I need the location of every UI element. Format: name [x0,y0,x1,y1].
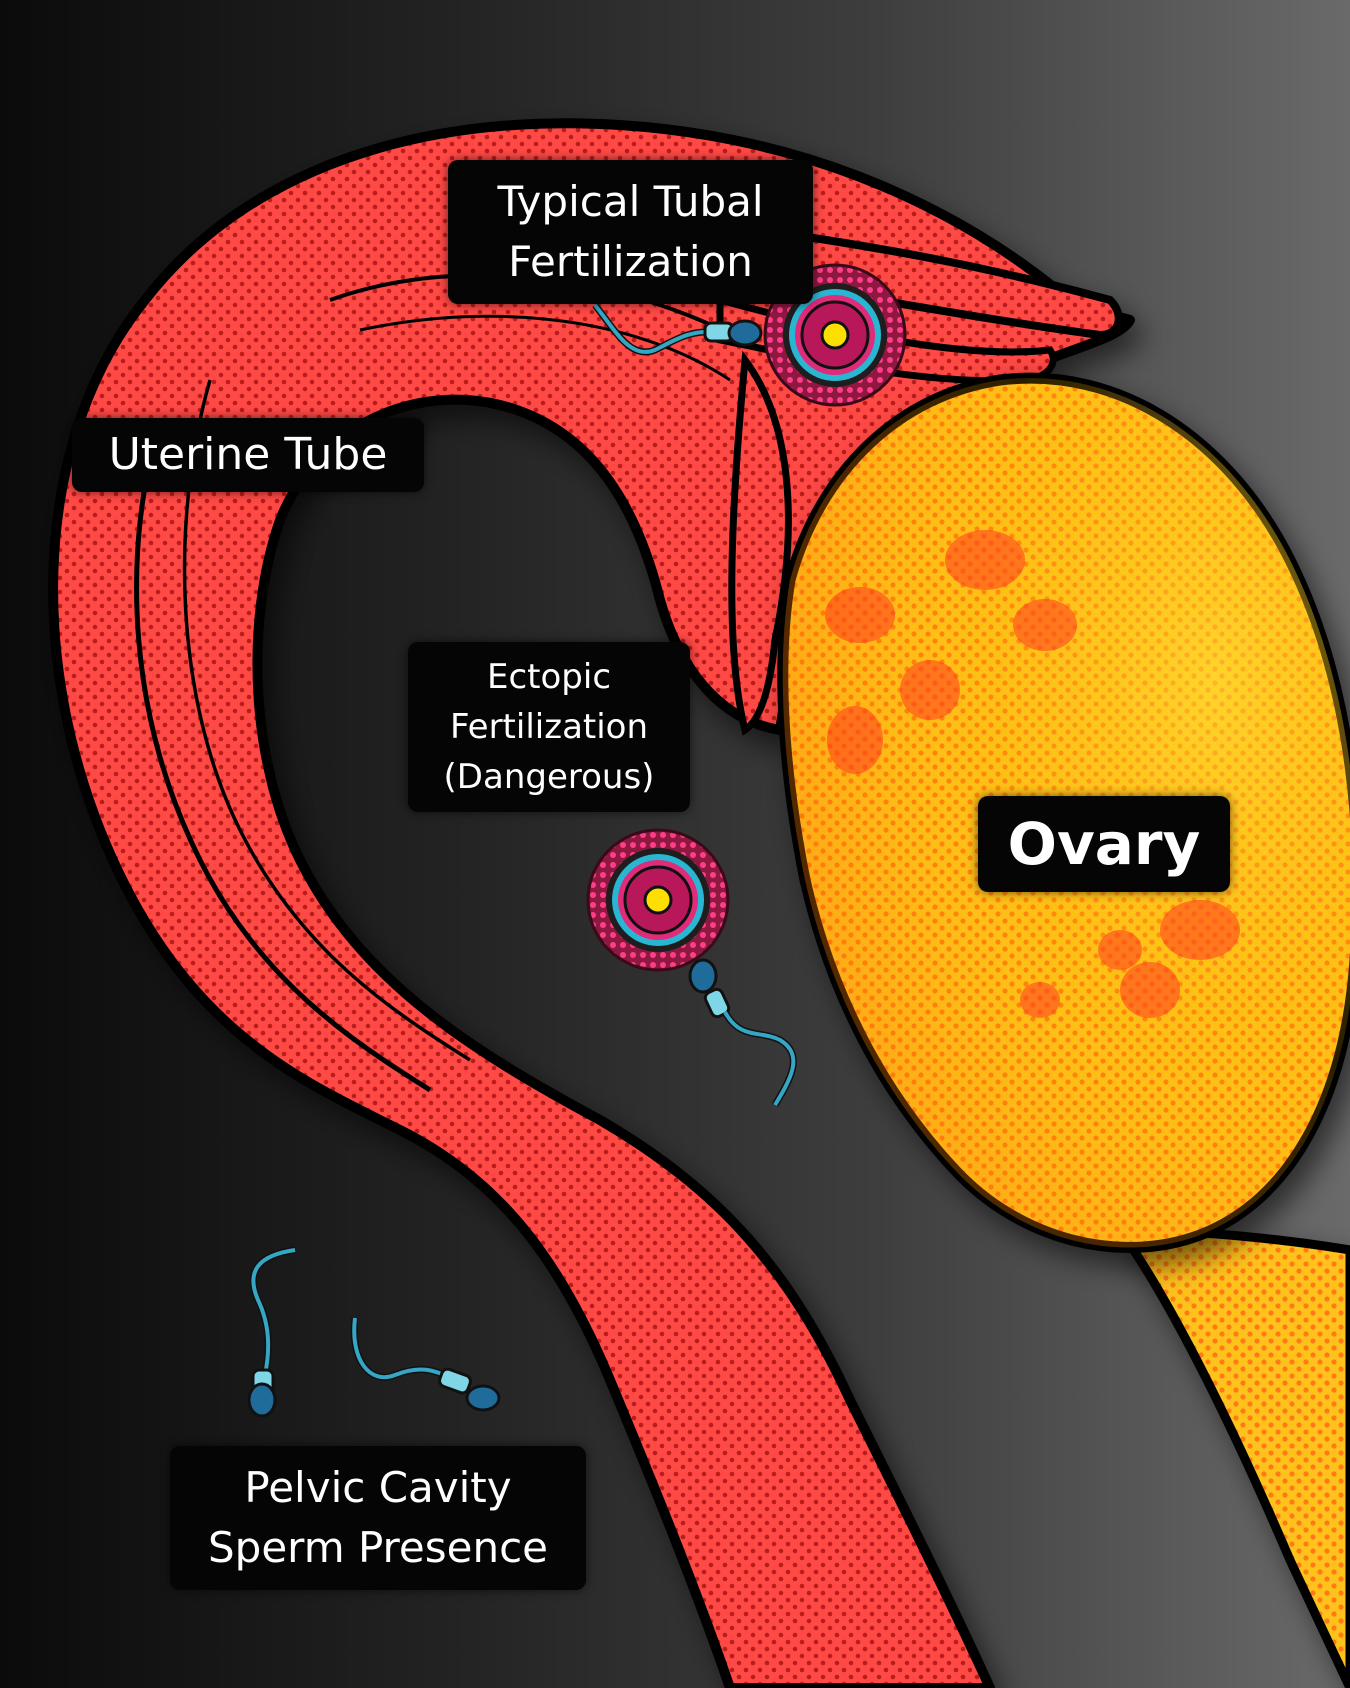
pelvic-cavity-label: Pelvic Cavity Sperm Presence [170,1446,586,1590]
typical-fertilization-label: Typical Tubal Fertilization [448,160,813,304]
ectopic-fertilization-label: Ectopic Fertilization (Dangerous) [408,642,690,812]
ectopic-line2: Fertilization [449,707,649,747]
ectopic-line1: Ectopic [486,657,612,697]
ectopic-line3: (Dangerous) [443,757,655,797]
sperm-pelvic-1 [247,1246,296,1418]
sperm-pelvic-2 [350,1317,501,1412]
ovary-label: Ovary [978,796,1230,892]
typical-line1: Typical Tubal [497,177,764,226]
typical-line2: Fertilization [508,237,753,286]
sperm-typical [592,302,763,356]
uterine-tube-label: Uterine Tube [72,418,424,492]
sperm-ectopic [688,958,797,1107]
ovary-text: Ovary [1007,810,1201,878]
ovary-follicles [825,530,1240,1018]
ovarian-ligament [1111,1225,1350,1688]
pelvic-line2: Sperm Presence [208,1523,548,1572]
uterine-tube-text: Uterine Tube [108,429,388,480]
pelvic-line1: Pelvic Cavity [244,1463,512,1512]
egg-ectopic [586,828,730,972]
